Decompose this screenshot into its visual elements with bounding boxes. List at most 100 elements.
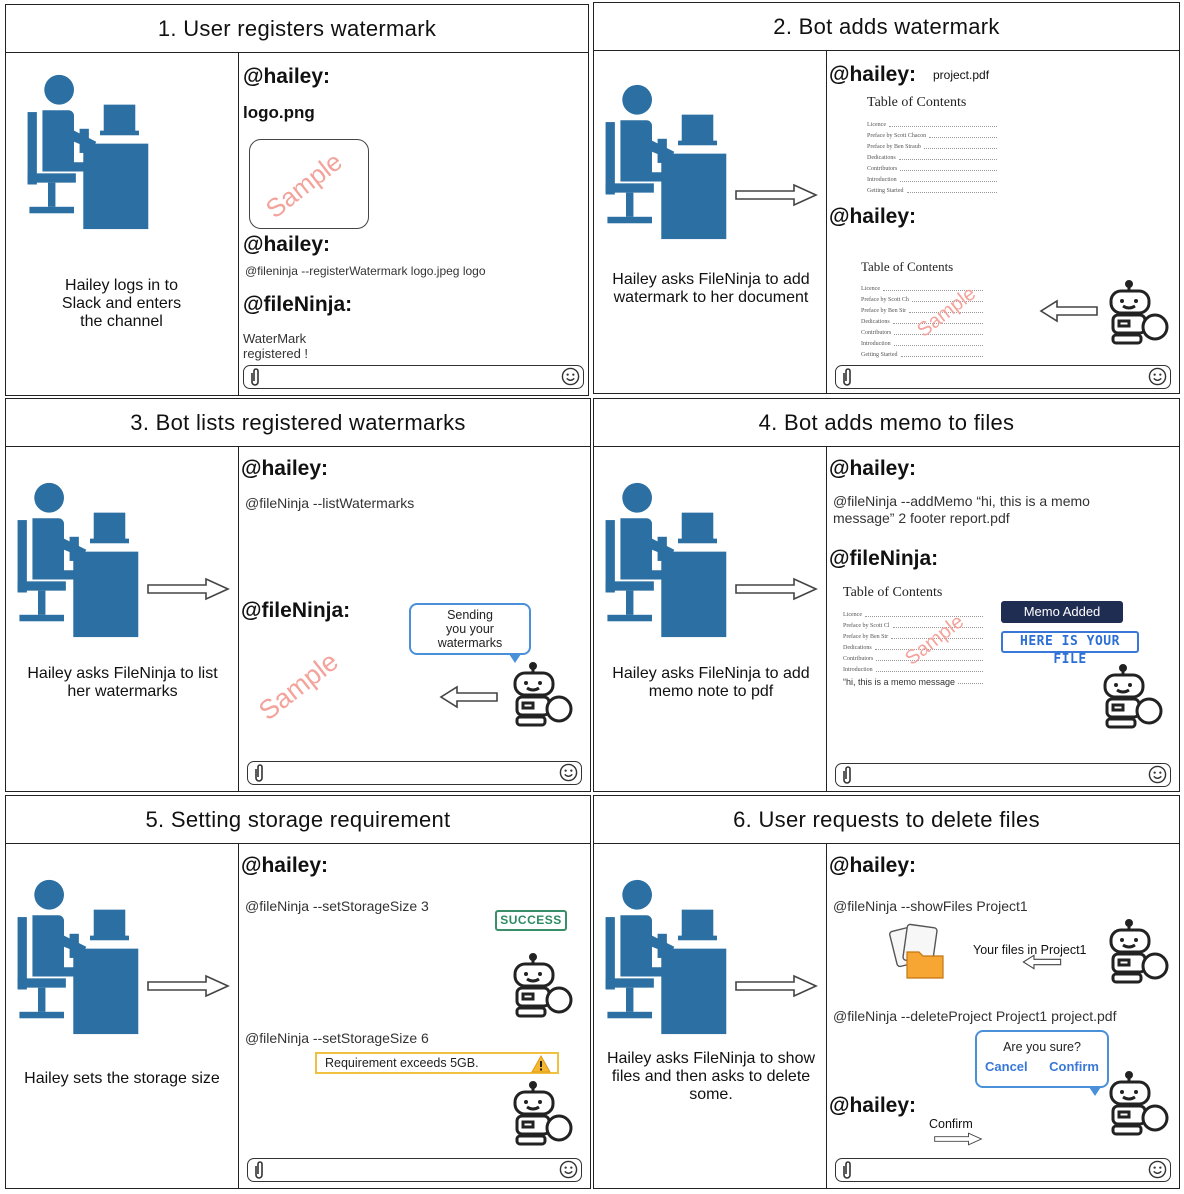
panel-caption: Hailey asks FileNinja to list her waterm… bbox=[27, 665, 218, 700]
bot-handle: @fileNinja: bbox=[241, 599, 351, 622]
chat-area: @hailey: @fileNinja --addMemo “hi, this … bbox=[827, 447, 1179, 791]
files-label: Your files in Project1 bbox=[973, 943, 1087, 957]
sender-handle: @hailey: bbox=[829, 854, 917, 877]
emoji-icon[interactable] bbox=[561, 367, 580, 386]
panel-2: 2. Bot adds watermark Hailey asks FileNi… bbox=[593, 2, 1180, 394]
paperclip-icon[interactable] bbox=[248, 367, 262, 387]
paperclip-icon[interactable] bbox=[840, 1160, 854, 1180]
person-at-desk-icon bbox=[600, 81, 730, 243]
toc-entry: Licence bbox=[867, 119, 997, 130]
message-input[interactable] bbox=[247, 1158, 582, 1182]
toc-entry: Contributors bbox=[867, 163, 997, 174]
person-at-desk-icon bbox=[12, 479, 142, 641]
panel-title: 2. Bot adds watermark bbox=[594, 3, 1179, 51]
paperclip-icon[interactable] bbox=[252, 1160, 266, 1180]
arrow-right-icon bbox=[734, 974, 818, 998]
arrow-right-icon bbox=[923, 1132, 993, 1146]
toc-entry: Preface by Ben Str bbox=[861, 305, 983, 316]
panel-title: 3. Bot lists registered watermarks bbox=[6, 399, 590, 447]
emoji-icon[interactable] bbox=[559, 763, 578, 782]
confirm-reply: Confirm bbox=[929, 1117, 973, 1131]
left-column: Hailey sets the storage size bbox=[6, 844, 239, 1188]
toc-entry: Licence bbox=[843, 609, 983, 620]
bot-icon bbox=[507, 952, 577, 1022]
memo-line: “hi, this is a memo message bbox=[843, 675, 983, 689]
message-input[interactable] bbox=[243, 365, 584, 389]
emoji-icon[interactable] bbox=[1148, 367, 1167, 386]
paperclip-icon[interactable] bbox=[840, 367, 854, 387]
bot-icon bbox=[1097, 663, 1167, 733]
bot-icon bbox=[507, 661, 577, 731]
message-input[interactable] bbox=[247, 761, 582, 785]
warning-text: Requirement exceeds 5GB. bbox=[325, 1056, 479, 1070]
toc-entry: Preface by Ben Str bbox=[843, 631, 983, 642]
arrow-right-icon bbox=[734, 577, 818, 601]
message-input[interactable] bbox=[835, 1158, 1171, 1182]
toc-entry: Preface by Scott Ch bbox=[861, 294, 983, 305]
panel-title: 1. User registers watermark bbox=[6, 5, 588, 53]
emoji-icon[interactable] bbox=[559, 1160, 578, 1179]
toc-title: Table of Contents bbox=[843, 585, 943, 600]
success-badge: SUCCESS bbox=[495, 910, 567, 931]
document-preview: Table of Contents Licence Preface by Sco… bbox=[867, 95, 997, 196]
message-input[interactable] bbox=[835, 365, 1171, 389]
toc-title: Table of Contents bbox=[867, 95, 967, 110]
bot-icon bbox=[1103, 918, 1173, 988]
toc-entry: Preface by Ben Straub bbox=[867, 141, 997, 152]
command-text: @fileNinja --addMemo “hi, this is a memo… bbox=[833, 493, 1090, 526]
left-column: Hailey asks FileNinja to list her waterm… bbox=[6, 447, 239, 791]
chat-area: @hailey: @fileNinja --listWatermarks @fi… bbox=[239, 447, 590, 791]
message-input[interactable] bbox=[835, 763, 1171, 787]
paperclip-icon[interactable] bbox=[252, 763, 266, 783]
sender-handle: @hailey: bbox=[829, 63, 917, 86]
panel-1: 1. User registers watermark Hailey logs … bbox=[5, 4, 589, 396]
command-text: @fileNinja --setStorageSize 3 bbox=[245, 898, 429, 914]
watermark-text: Sample bbox=[253, 646, 344, 727]
toc-entry: Introduction bbox=[843, 664, 983, 675]
toc-entry: Dedications bbox=[861, 316, 983, 327]
person-at-desk-icon bbox=[600, 876, 730, 1038]
warning-banner: Requirement exceeds 5GB. bbox=[315, 1052, 559, 1074]
person-at-desk-icon bbox=[12, 876, 142, 1038]
arrow-right-icon bbox=[734, 183, 818, 207]
person-at-desk-icon bbox=[22, 71, 152, 233]
file-name: project.pdf bbox=[933, 68, 990, 82]
chat-area: @hailey: @fileNinja --showFiles Project1… bbox=[827, 844, 1179, 1188]
left-column: Hailey asks FileNinja to show files and … bbox=[594, 844, 827, 1188]
toc-entry: Introduction bbox=[861, 338, 983, 349]
toc-entry: Contributors bbox=[843, 653, 983, 664]
panel-title: 5. Setting storage requirement bbox=[6, 796, 590, 844]
bot-speech-bubble: Sending you your watermarks bbox=[409, 603, 531, 655]
here-is-your-file-badge[interactable]: HERE IS YOUR FILE bbox=[1001, 631, 1139, 667]
panel-caption: Hailey asks FileNinja to show files and … bbox=[606, 1050, 816, 1103]
toc-entry: Getting Started bbox=[867, 185, 997, 196]
dialog-question: Are you sure? bbox=[1003, 1040, 1081, 1054]
sender-handle: @hailey: bbox=[243, 65, 331, 88]
panel-5: 5. Setting storage requirement Hailey se… bbox=[5, 795, 591, 1189]
command-text: @fileNinja --deleteProject Project1 proj… bbox=[833, 1008, 1117, 1024]
watermarked-document: Table of Contents Licence Preface by Sco… bbox=[861, 259, 983, 360]
panel-title: 4. Bot adds memo to files bbox=[594, 399, 1179, 447]
paperclip-icon[interactable] bbox=[840, 765, 854, 785]
command-text: @fileNinja --setStorageSize 6 bbox=[245, 1030, 429, 1046]
left-column: Hailey asks FileNinja to add watermark t… bbox=[594, 51, 827, 393]
bot-icon bbox=[507, 1080, 577, 1150]
sender-handle: @hailey: bbox=[829, 1094, 917, 1117]
sender-handle: @hailey: bbox=[829, 205, 917, 228]
toc-entry: Preface by Scott Cl bbox=[843, 620, 983, 631]
toc-entry: Licence bbox=[861, 283, 983, 294]
command-text: @fileNinja --showFiles Project1 bbox=[833, 898, 1028, 914]
bot-handle: @fileNinja: bbox=[829, 547, 939, 570]
emoji-icon[interactable] bbox=[1148, 765, 1167, 784]
bubble-tail bbox=[509, 654, 521, 663]
sender-handle: @hailey: bbox=[241, 854, 329, 877]
panel-3: 3. Bot lists registered watermarks Haile… bbox=[5, 398, 591, 792]
toc-title: Table of Contents bbox=[861, 259, 954, 274]
toc-entry: Contributors bbox=[861, 327, 983, 338]
cancel-button[interactable]: Cancel bbox=[985, 1059, 1028, 1074]
emoji-icon[interactable] bbox=[1148, 1160, 1167, 1179]
warning-icon bbox=[531, 1055, 551, 1073]
confirm-dialog-bubble: Are you sure? Cancel Confirm bbox=[975, 1030, 1109, 1088]
confirm-button[interactable]: Confirm bbox=[1049, 1059, 1099, 1074]
bot-reply: WaterMark registered ! bbox=[243, 331, 309, 361]
